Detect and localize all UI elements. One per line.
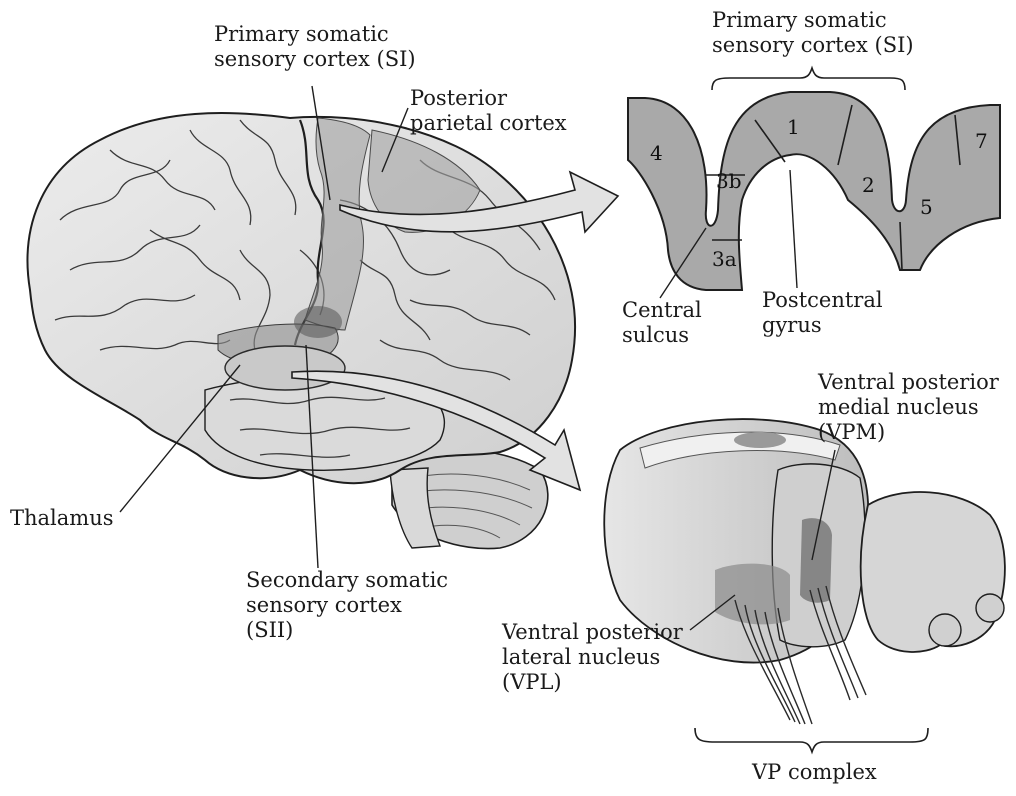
label-vpm: Ventral posterior medial nucleus (VPM) [818, 370, 999, 445]
label-sii-line1: Secondary somatic [246, 568, 448, 593]
label-posterior-parietal: Posterior parietal cortex [410, 86, 567, 136]
label-postcentral-gyrus-line2: gyrus [762, 313, 883, 338]
label-central-sulcus-line2: sulcus [622, 323, 702, 348]
label-si-left: Primary somatic sensory cortex (SI) [214, 22, 416, 72]
label-si-right-line1: Primary somatic [712, 8, 914, 33]
label-vpl-line1: Ventral posterior [502, 620, 683, 645]
label-postcentral-gyrus-line1: Postcentral [762, 288, 883, 313]
label-vpm-line3: (VPM) [818, 420, 999, 445]
label-sii-line2: sensory cortex [246, 593, 448, 618]
label-posterior-parietal-line1: Posterior [410, 86, 567, 111]
label-central-sulcus-line1: Central [622, 298, 702, 323]
label-vpl-line3: (VPL) [502, 670, 683, 695]
label-sii-line3: (SII) [246, 618, 448, 643]
label-central-sulcus: Central sulcus [622, 298, 702, 348]
thalamus-illustration [604, 419, 1005, 752]
area-label-3b: 3b [716, 169, 742, 193]
label-posterior-parietal-line2: parietal cortex [410, 111, 567, 136]
label-vpl: Ventral posterior lateral nucleus (VPL) [502, 620, 683, 695]
label-sii: Secondary somatic sensory cortex (SII) [246, 568, 448, 643]
label-postcentral-gyrus: Postcentral gyrus [762, 288, 883, 338]
label-thalamus-text: Thalamus [10, 506, 114, 531]
area-label-3a: 3a [712, 247, 737, 271]
label-vp-complex: VP complex [752, 760, 877, 785]
label-si-right: Primary somatic sensory cortex (SI) [712, 8, 914, 58]
insula-patch [294, 306, 342, 338]
brain-illustration [28, 113, 575, 549]
area-label-2: 2 [862, 173, 875, 197]
label-si-right-line2: sensory cortex (SI) [712, 33, 914, 58]
posterior-knob-1 [929, 614, 961, 646]
area-label-7: 7 [975, 129, 988, 153]
cortex-ribbon [628, 92, 1000, 290]
label-si-left-line2: sensory cortex (SI) [214, 47, 416, 72]
thalamus-top-spot [734, 432, 786, 448]
thalamus-in-brain [225, 346, 345, 390]
cortex-cross-section: 4 3b 3a 1 2 5 7 [628, 68, 1000, 290]
label-thalamus: Thalamus [10, 506, 114, 531]
label-vpl-line2: lateral nucleus [502, 645, 683, 670]
vp-complex-bracket [695, 728, 928, 752]
label-si-left-line1: Primary somatic [214, 22, 416, 47]
area-label-5: 5 [920, 195, 933, 219]
area-label-1: 1 [787, 115, 800, 139]
posterior-knob-2 [976, 594, 1004, 622]
label-vp-complex-text: VP complex [752, 760, 877, 785]
si-bracket [712, 68, 905, 90]
label-vpm-line1: Ventral posterior [818, 370, 999, 395]
area-label-4: 4 [650, 141, 663, 165]
label-vpm-line2: medial nucleus [818, 395, 999, 420]
